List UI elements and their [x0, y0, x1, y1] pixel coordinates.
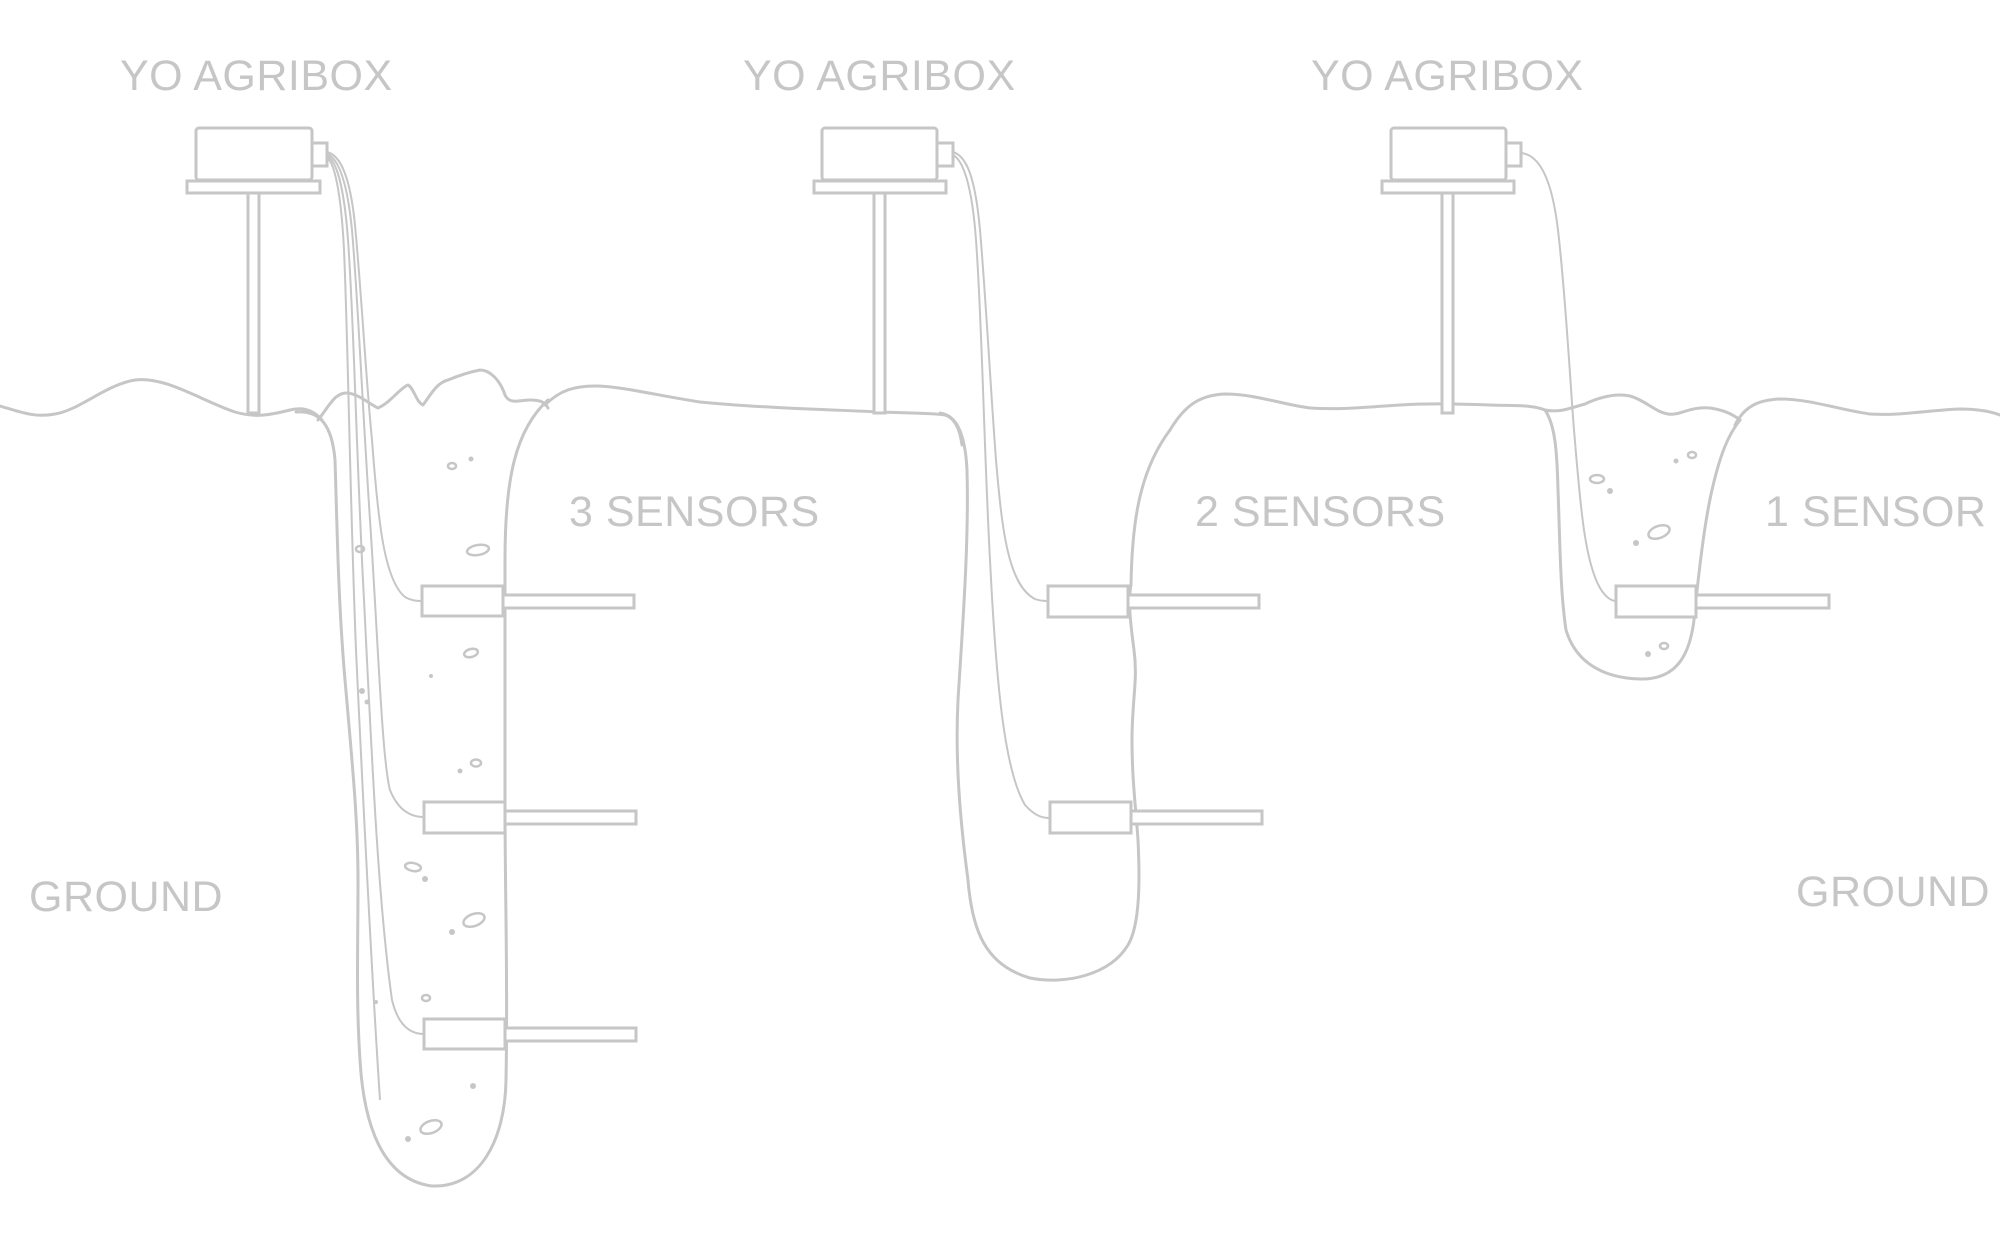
mounting-pole [872, 191, 887, 415]
sensor-body [420, 584, 505, 618]
ground-label-right: GROUND [1796, 868, 1991, 916]
soil-sensor [1048, 800, 1264, 835]
sensor-body [1046, 584, 1130, 619]
sensor-probe [503, 809, 638, 826]
sensor-count-label-2: 2 SENSORS [1195, 488, 1446, 536]
soil-sensor [420, 584, 636, 618]
agribox-device-1 [185, 126, 329, 415]
cable-connector [1504, 141, 1523, 168]
hole-3 [1543, 408, 1742, 681]
sensor-cables-2 [952, 151, 1051, 819]
device-label-1: YO AGRIBOX [120, 52, 393, 100]
ground-surface [0, 368, 2000, 587]
soil-sensor [1614, 584, 1831, 619]
sensor-probe [501, 593, 636, 610]
pebbles [1588, 450, 1698, 657]
sensor-body [422, 800, 507, 835]
mounting-plate [1380, 179, 1516, 195]
cable-connector [935, 141, 955, 168]
cable-connector [310, 141, 329, 168]
pebbles [354, 456, 491, 1142]
device-label-3: YO AGRIBOX [1311, 52, 1584, 100]
sensor-count-label-3: 1 SENSOR [1765, 488, 1987, 536]
mounting-plate [185, 179, 322, 195]
device-label-2: YO AGRIBOX [743, 52, 1016, 100]
sensor-probe [1129, 809, 1264, 826]
mounting-pole [246, 191, 261, 415]
sensor-body [422, 1017, 507, 1051]
sensor-count-label-1: 3 SENSORS [569, 488, 820, 536]
hole-1 [294, 398, 550, 1188]
soil-sensor [422, 1017, 638, 1051]
soil-sensor [422, 800, 638, 835]
device-housing [194, 126, 314, 182]
mounting-plate [812, 179, 948, 195]
sensor-body [1048, 800, 1133, 835]
sensor-cables-3 [1520, 152, 1617, 602]
mounting-pole [1440, 191, 1455, 415]
device-housing [1389, 126, 1508, 182]
device-housing [820, 126, 939, 182]
sensor-probe [1694, 593, 1831, 610]
sensor-body [1614, 584, 1698, 619]
sensor-probe [1126, 593, 1261, 610]
agribox-device-2 [812, 126, 955, 415]
sensor-cables-1 [326, 151, 425, 1101]
sensor-probe [503, 1026, 638, 1043]
ground-label-left: GROUND [29, 873, 224, 921]
hole-2 [938, 411, 1141, 982]
agribox-device-3 [1380, 126, 1523, 415]
soil-sensor [1046, 584, 1261, 619]
